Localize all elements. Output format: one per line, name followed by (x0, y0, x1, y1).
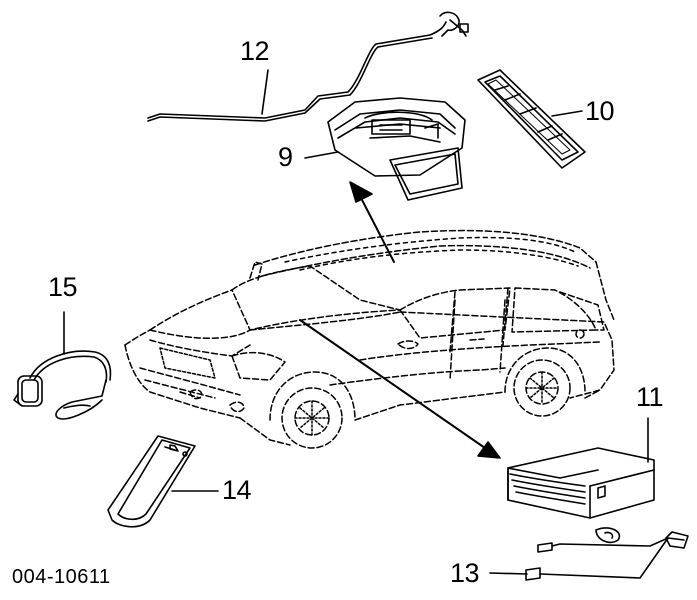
arrow-to-console (349, 181, 395, 263)
callout-12: 12 (240, 36, 270, 66)
overhead-dvd-console-part (327, 97, 466, 201)
headphones-part (13, 350, 112, 420)
mount-bracket-part (477, 69, 586, 169)
callout-14: 14 (222, 475, 252, 505)
video-player-module-part (507, 447, 655, 519)
callout-15: 15 (48, 272, 78, 302)
diagram-reference-number: 004-10611 (12, 566, 111, 588)
callout-9: 9 (278, 142, 293, 172)
wiring-harness-part (147, 11, 469, 122)
arrow-to-video-module (299, 319, 501, 459)
rca-cable-part (525, 527, 689, 581)
callout-13: 13 (450, 558, 480, 588)
vehicle-illustration (124, 229, 615, 449)
callout-10: 10 (585, 96, 615, 126)
remote-control-part (107, 435, 196, 528)
leader-lines (63, 69, 649, 575)
callout-11: 11 (636, 382, 664, 412)
